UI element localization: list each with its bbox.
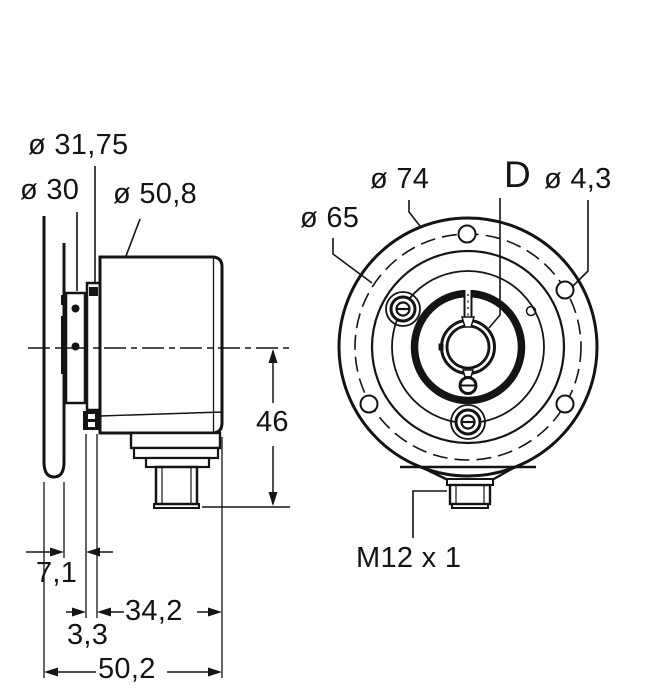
- encoder-body: [98, 255, 224, 435]
- dim-label-dia-50-8: ø 50,8: [113, 178, 198, 210]
- dim-label-dia-4-3: ø 4,3: [544, 163, 612, 195]
- collar-key-tick: [438, 343, 444, 351]
- dim-7-1-arrow-left: [86, 547, 100, 557]
- bolt-hole-right-upper: [555, 280, 575, 300]
- bolt-hole-right-lower: [555, 394, 575, 414]
- slit-wedge-top: [460, 316, 476, 328]
- flange-black-strip: [61, 316, 67, 374]
- base-slant-left: [420, 465, 449, 482]
- flange-screw-lower: [71, 342, 80, 351]
- dim-label-dia-74: ø 74: [370, 163, 430, 195]
- bolt-hole-left-lower: [359, 394, 379, 414]
- leader-shaft-d: [488, 198, 501, 329]
- dim-34-2-arrow-right: [208, 607, 222, 617]
- flange-face-circle: [370, 249, 566, 445]
- dim-46-arrow-up: [268, 349, 278, 363]
- clamp-notch-1: [88, 414, 95, 419]
- dim-50-2-arrow-right: [208, 667, 222, 677]
- spring-lobe-upper: [385, 291, 421, 327]
- connector-step: [144, 456, 211, 469]
- dim-label-50-2: 50,2: [98, 653, 156, 685]
- dimension-lines: [26, 349, 290, 678]
- dim-label-dia-65: ø 65: [300, 202, 360, 234]
- leader-dia-74: [408, 200, 421, 227]
- dim-label-3-3: 3,3: [67, 619, 109, 651]
- spring-lobe-lower: [450, 404, 486, 440]
- flange-screw-upper: [71, 304, 80, 313]
- dim-label-dia-31-75: ø 31,75: [28, 129, 129, 161]
- dim-label-dia-30: ø 30: [20, 174, 80, 206]
- flange-black-nub: [61, 295, 67, 305]
- body-lower-seam: [99, 411, 223, 417]
- dim-label-7-1: 7,1: [36, 557, 78, 589]
- dim-7-1-arrow-right: [50, 547, 64, 557]
- hub-collar: [440, 319, 496, 375]
- dim-34-2-arrow-left: [97, 607, 111, 617]
- leader-dia-50-8: [125, 218, 141, 257]
- leader-dia-65: [332, 238, 373, 284]
- dim-3-3-arrow-right: [72, 607, 86, 617]
- collar-black-nub: [89, 287, 98, 296]
- leader-dia-4-3: [571, 200, 589, 288]
- stem-cap: [153, 503, 200, 509]
- pin-hole: [525, 305, 537, 317]
- base-slant-right: [491, 465, 516, 482]
- dim-label-shaft-d: D: [504, 154, 532, 195]
- bolt-hole-top: [457, 224, 477, 244]
- housing-outer-circle: [337, 216, 599, 478]
- dim-50-2-arrow-left: [44, 667, 58, 677]
- dim-label-m12-thread: M12 x 1: [356, 542, 462, 574]
- body-band-1: [129, 431, 222, 450]
- tether-loop: [42, 216, 66, 479]
- front-view: [332, 198, 599, 538]
- clamp-block: [83, 411, 99, 430]
- dim-label-46: 46: [256, 406, 289, 438]
- clamp-notch-2: [88, 422, 95, 427]
- slit-wedge-bottom: [462, 369, 474, 378]
- dim-46-arrow-down: [268, 492, 278, 506]
- leader-m12: [412, 490, 447, 538]
- dim-label-34-2: 34,2: [125, 595, 183, 627]
- connector-cap: [451, 503, 489, 509]
- slit-gap: [464, 288, 472, 322]
- side-view: [28, 166, 290, 509]
- collar-plate: [85, 281, 102, 412]
- body-band-2: [132, 446, 220, 460]
